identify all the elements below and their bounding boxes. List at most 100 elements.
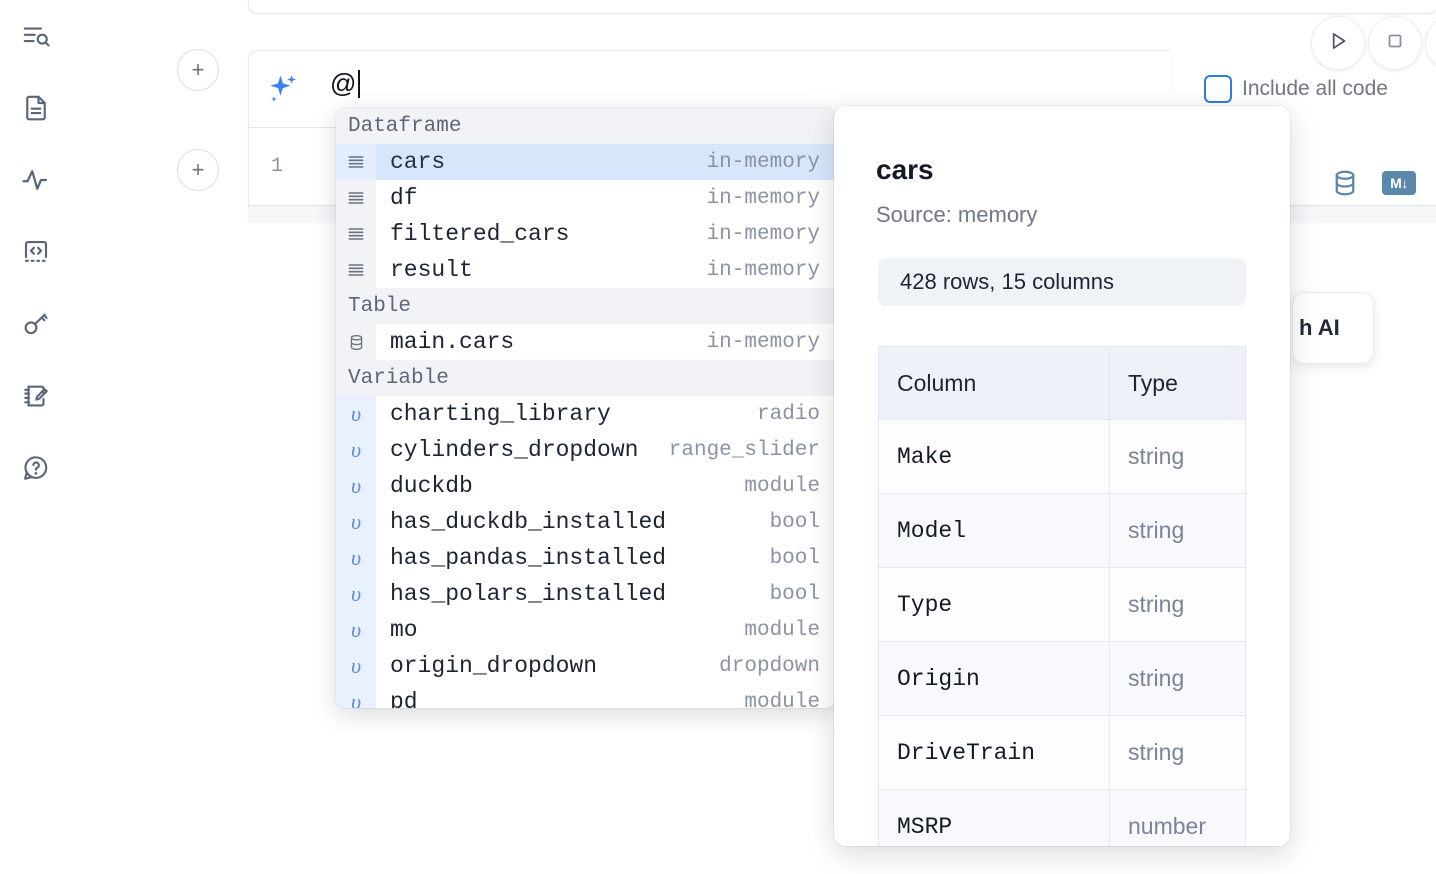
autocomplete-group-header: Variable <box>336 360 834 396</box>
variable-icon: υ <box>336 504 376 540</box>
autocomplete-item-name: duckdb <box>390 473 473 499</box>
variable-icon: υ <box>336 648 376 684</box>
detail-source: Source: memory <box>876 202 1038 227</box>
database-icon[interactable] <box>1330 168 1360 198</box>
dataframe-icon <box>336 252 376 288</box>
sidebar-item-file-explorer-search[interactable] <box>14 14 58 58</box>
include-all-code-label: Include all code <box>1242 77 1388 100</box>
autocomplete-item[interactable]: υ has_duckdb_installed bool <box>336 504 834 540</box>
autocomplete-item[interactable]: df in-memory <box>336 180 834 216</box>
cell-column-type: number <box>1110 790 1246 846</box>
play-icon <box>1325 28 1351 59</box>
autocomplete-item-kind: module <box>744 474 820 498</box>
cell-column-name: Type <box>878 568 1110 642</box>
autocomplete-item-body: has_pandas_installed bool <box>376 545 834 571</box>
stop-square-icon <box>1383 29 1407 58</box>
secrets-key-icon <box>21 309 51 339</box>
autocomplete-item-kind: dropdown <box>719 654 820 678</box>
sidebar-item-help[interactable] <box>14 446 58 490</box>
markdown-icon[interactable]: M↓ <box>1382 171 1416 195</box>
cell-column-type: string <box>1110 642 1246 716</box>
sparkles-icon <box>266 72 300 106</box>
autocomplete-item-kind: bool <box>769 510 820 534</box>
completion-detail-panel: cars Source: memory 428 rows, 15 columns… <box>834 106 1290 846</box>
dataframe-icon <box>336 144 376 180</box>
variable-icon: υ <box>336 540 376 576</box>
autocomplete-item-name: filtered_cars <box>390 221 570 247</box>
detail-title: cars <box>876 154 934 185</box>
autocomplete-item-kind: range_slider <box>668 438 820 462</box>
activity-pulse-icon <box>21 165 51 195</box>
autocomplete-item-name: pd <box>390 689 418 708</box>
sidebar-item-document[interactable] <box>14 86 58 130</box>
header-type: Type <box>1110 346 1246 420</box>
cell-column-name: DriveTrain <box>878 716 1110 790</box>
autocomplete-item-name: charting_library <box>390 401 611 427</box>
variable-icon: υ <box>336 612 376 648</box>
include-all-code-checkbox[interactable] <box>1204 75 1232 103</box>
help-chat-icon <box>21 453 51 483</box>
dataframe-icon <box>336 216 376 252</box>
cell-column-name: MSRP <box>878 790 1110 846</box>
autocomplete-item-name: has_pandas_installed <box>390 545 667 571</box>
autocomplete-item[interactable]: υ has_pandas_installed bool <box>336 540 834 576</box>
cell-column-type: string <box>1110 494 1246 568</box>
generate-with-ai-button[interactable]: h AI <box>1292 292 1374 364</box>
autocomplete-item-body: mo module <box>376 617 834 643</box>
autocomplete-item-body: df in-memory <box>376 185 834 211</box>
ai-prompt-value: @ <box>330 68 357 98</box>
line-number: 1 <box>270 155 283 178</box>
autocomplete-item-name: mo <box>390 617 418 643</box>
cell-action-icons: M↓ <box>1330 168 1416 198</box>
sidebar-item-scratchpad[interactable] <box>14 374 58 418</box>
autocomplete-item[interactable]: υ has_polars_installed bool <box>336 576 834 612</box>
autocomplete-item-name: has_polars_installed <box>390 581 667 607</box>
scratchpad-pencil-icon <box>21 381 51 411</box>
stop-button[interactable] <box>1368 16 1422 70</box>
ai-prompt-input[interactable]: @ <box>330 68 360 99</box>
autocomplete-item[interactable]: cars in-memory <box>336 144 834 180</box>
autocomplete-item-name: df <box>390 185 418 211</box>
variable-icon: υ <box>336 576 376 612</box>
document-icon <box>21 93 51 123</box>
run-cell-button[interactable] <box>1311 16 1365 70</box>
variable-icon: υ <box>336 432 376 468</box>
dataframe-icon <box>336 180 376 216</box>
autocomplete-item-kind: bool <box>769 546 820 570</box>
include-all-code-control[interactable]: Include all code <box>1204 75 1388 103</box>
add-cell-above-button[interactable]: + <box>177 49 219 91</box>
previous-cell-outline <box>248 0 1436 14</box>
autocomplete-item-name: has_duckdb_installed <box>390 509 667 535</box>
autocomplete-item-body: cars in-memory <box>376 149 834 175</box>
cell-column-name: Make <box>878 420 1110 494</box>
autocomplete-item-name: origin_dropdown <box>390 653 598 679</box>
sidebar-item-secrets[interactable] <box>14 302 58 346</box>
cell-column-name: Model <box>878 494 1110 568</box>
autocomplete-item-body: origin_dropdown dropdown <box>376 653 834 679</box>
sidebar-item-snippets[interactable] <box>14 230 58 274</box>
sidebar-item-activity[interactable] <box>14 158 58 202</box>
autocomplete-item-kind: in-memory <box>706 150 820 174</box>
more-actions-button[interactable] <box>1425 16 1436 70</box>
autocomplete-item-kind: module <box>744 618 820 642</box>
autocomplete-item-kind: bool <box>769 582 820 606</box>
autocomplete-item[interactable]: υ origin_dropdown dropdown <box>336 648 834 684</box>
autocomplete-item-kind: in-memory <box>706 186 820 210</box>
add-cell-below-button[interactable]: + <box>177 149 219 191</box>
autocomplete-item-name: cars <box>390 149 446 175</box>
